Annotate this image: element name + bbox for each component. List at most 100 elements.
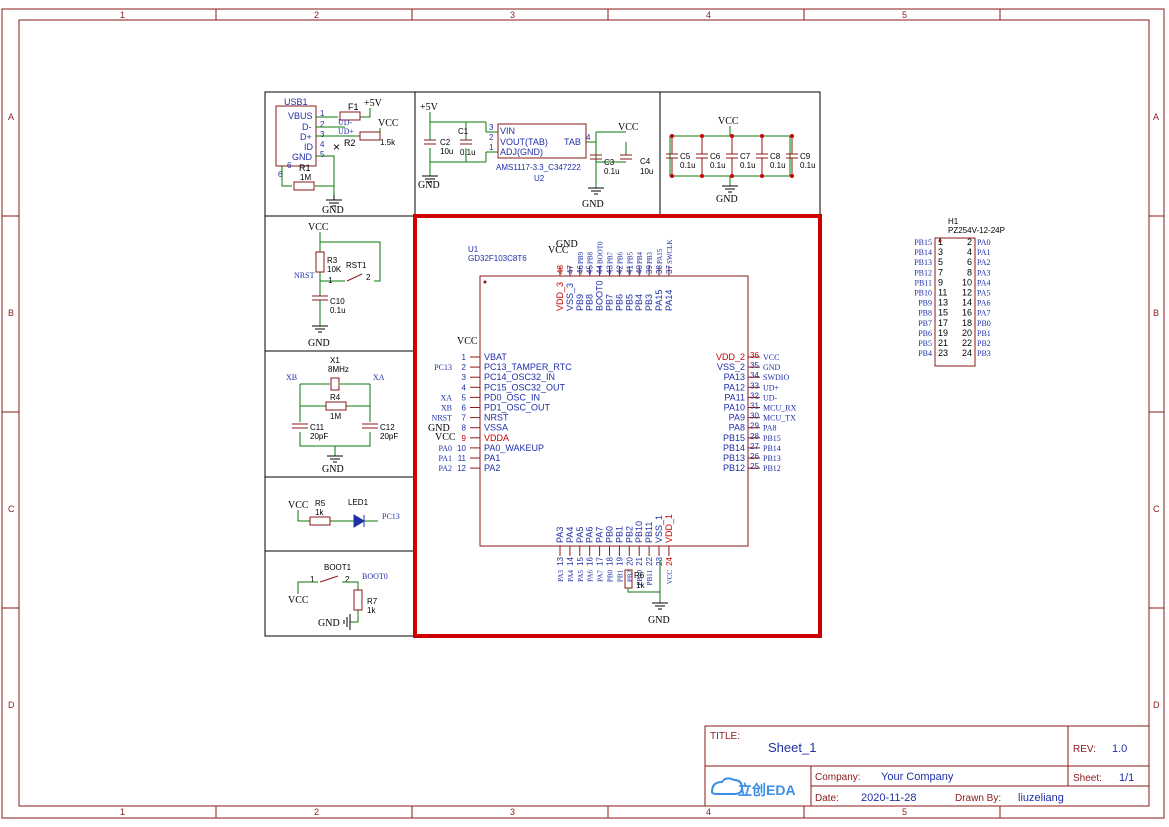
mcu-bottom-pin-net: PA6 — [587, 570, 595, 582]
r2-value: 1.5k — [380, 138, 396, 147]
sheet-frame: 1 2 3 4 5 1 2 3 4 5 A B C D A B C D — [1, 8, 1165, 819]
mcu-top-pin-name: PB8 — [585, 294, 595, 311]
col-label-1: 1 — [120, 10, 125, 20]
mcu-top-pin-num: 43 — [606, 265, 615, 274]
led-ref: LED1 — [348, 498, 369, 507]
date-value: 2020-11-28 — [861, 792, 916, 804]
mcu-bottom-pin-net: PA4 — [567, 570, 575, 582]
mcu-top-pin-name: PA14 — [664, 290, 674, 311]
header-left-net: PB7 — [918, 319, 932, 328]
mcu-top-pin-net: PB7 — [607, 251, 615, 264]
mcu-left-pin-net: PA0 — [439, 444, 453, 453]
rev-value: 1.0 — [1112, 743, 1127, 755]
mcu-bottom-pin-num: 22 — [645, 556, 654, 565]
decoup-cap-value: 0.1u — [680, 161, 696, 170]
row-label-c2: C — [1153, 504, 1160, 514]
mcu-highlight-box[interactable] — [413, 214, 822, 638]
mcu-right-pin-net: VCC — [763, 353, 779, 362]
crystal-section: X1 8MHz XB XA R4 1M C11 20pF C12 20pF GN… — [286, 356, 398, 475]
c10-value: 0.1u — [330, 306, 346, 315]
usb-pinnum-4: 4 — [320, 140, 325, 149]
decoup-cap-3 — [756, 136, 768, 176]
usb-ref: USB1 — [284, 97, 308, 107]
r3-value: 10K — [327, 265, 342, 274]
mcu-right-pin-num: 31 — [750, 402, 759, 411]
mcu-top-pin-name: PB4 — [634, 294, 644, 311]
decoup-junction — [670, 174, 674, 178]
usb-pinnum-5: 5 — [320, 150, 325, 159]
header-right-net: PA7 — [977, 309, 991, 318]
xtal-xa-net: XA — [373, 373, 385, 382]
resistor-r3 — [315, 251, 325, 273]
mcu-left-pin-name: PA2 — [484, 463, 500, 473]
header-left-net: PB8 — [918, 309, 932, 318]
mcu-right-pin-name: PA11 — [724, 392, 745, 402]
easyeda-logo-icon — [710, 777, 744, 795]
mcu-left-pin-name: NRST — [484, 413, 509, 423]
mcu-ref: U1 — [468, 245, 479, 254]
mcu-left-pin-name: PA1 — [484, 453, 500, 463]
header-left-pin: 17 — [938, 318, 948, 328]
mcu-left-pin-num: 7 — [462, 414, 467, 423]
header-right-net: PA1 — [977, 248, 991, 257]
mcu-left-pin-net: PA2 — [439, 464, 453, 473]
decoup-cap-ref: C8 — [770, 152, 781, 161]
boot-ref: BOOT1 — [324, 563, 352, 572]
header-right-net: PA6 — [977, 299, 991, 308]
company-label: Company: — [815, 772, 861, 783]
mcu-right-pin-num: 30 — [750, 412, 759, 421]
title-label: TITLE: — [710, 731, 740, 742]
mcu-bottom-pin-num: 24 — [665, 556, 674, 565]
header-left-net: PB5 — [918, 339, 932, 348]
header-left-pin: 23 — [938, 348, 948, 358]
r1-ref: R1 — [299, 163, 311, 173]
mcu-left-pin-num: 12 — [457, 464, 466, 473]
ldo-adj: ADJ(GND) — [500, 147, 543, 157]
header-right-pin: 20 — [962, 328, 972, 338]
mcu-top-pins: VDD_348VSS_347PB946PB9PB845PB8BOOT044BOO… — [555, 240, 674, 312]
col-label-3b: 3 — [510, 807, 515, 817]
mcu-top-pin-net: PB4 — [636, 251, 644, 264]
mcu-bottom-pin-net: PA7 — [597, 570, 605, 582]
title-value: Sheet_1 — [768, 740, 816, 755]
mcu-bottom-pin-name: PB2 — [624, 526, 634, 543]
mcu-right-pin-name: PA9 — [729, 413, 745, 423]
mcu-top-vcc: VCC — [548, 245, 569, 256]
mcu-bottom-pin-name: PB0 — [605, 526, 615, 543]
mcu-top-pin-name: PB6 — [614, 294, 624, 311]
mcu-top-pin-net: BOOT0 — [597, 241, 605, 264]
r6-ref: R6 — [634, 571, 645, 580]
mcu-top-pin-num: 41 — [625, 265, 634, 274]
mcu-left-vcc: VCC — [457, 336, 478, 347]
mcu-top-pin-name: PB3 — [644, 294, 654, 311]
col-label-2: 2 — [314, 10, 319, 20]
header-left-pin: 15 — [938, 308, 948, 318]
header-right-net: PB1 — [977, 329, 991, 338]
crystal-x1 — [330, 377, 340, 391]
header-right-pin: 18 — [962, 318, 972, 328]
decoup-junction — [760, 134, 764, 138]
row-label-c: C — [8, 504, 15, 514]
mcu-top-pin-num: 40 — [635, 265, 644, 274]
mcu-left-pin-num: 3 — [462, 373, 467, 382]
mcu-right-pin-num: 25 — [750, 462, 759, 471]
header-right-pin: 2 — [967, 237, 972, 247]
mcu-section: U1 GD32F103C8T6 VCC GND VCC GND VCC VBAT… — [428, 239, 797, 626]
usb-gnd: GND — [322, 205, 344, 216]
x1-value: 8MHz — [328, 365, 349, 374]
usb-udp-net: UD+ — [338, 127, 355, 136]
header-left-net: PB13 — [914, 258, 932, 267]
mcu-bottom-pin-name: VSS_1 — [654, 515, 664, 543]
mcu-bottom-pin-name: PA3 — [555, 527, 565, 543]
mcu-left-pin-num: 6 — [462, 404, 467, 413]
mcu-right-pin-num: 34 — [750, 371, 759, 380]
col-label-2b: 2 — [314, 807, 319, 817]
r3-ref: R3 — [327, 256, 338, 265]
ldo-pin3: 3 — [489, 123, 494, 132]
decoup-cap-value: 0.1u — [740, 161, 756, 170]
header-right-pin: 22 — [962, 338, 972, 348]
h1-part: PZ254V-12-24P — [948, 226, 1005, 235]
usb-pin-dm: D- — [302, 122, 312, 132]
